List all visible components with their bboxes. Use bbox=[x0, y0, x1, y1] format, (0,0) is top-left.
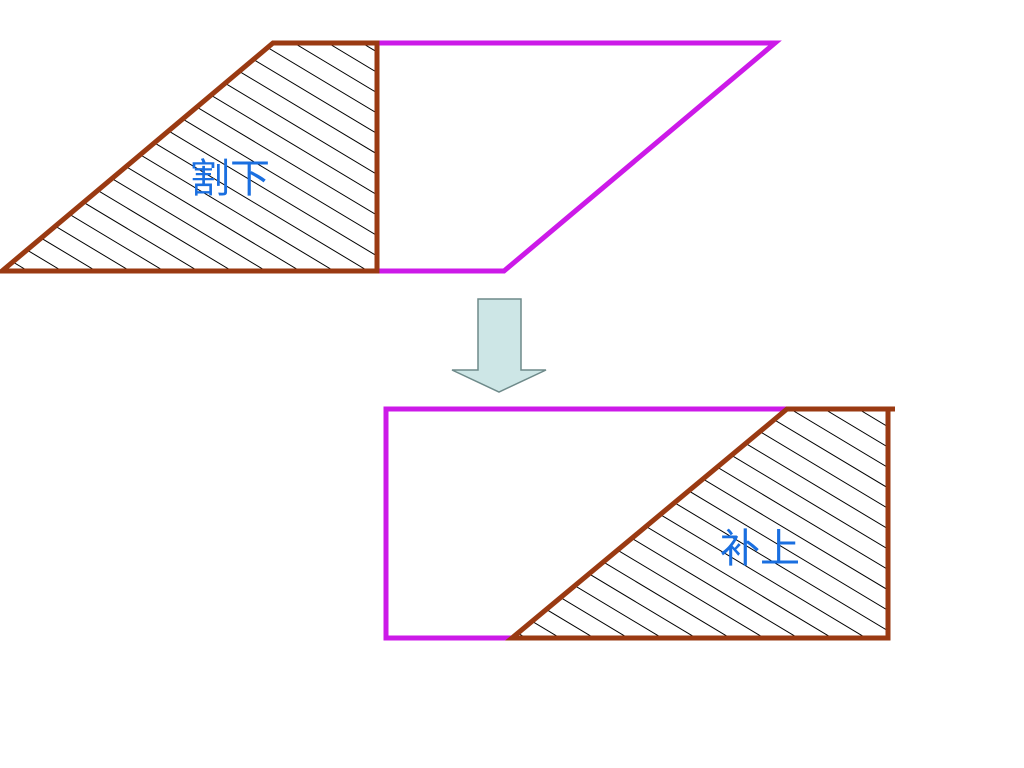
hatch-line bbox=[722, 409, 888, 638]
hatch-line bbox=[293, 43, 377, 271]
hatch-line bbox=[2, 43, 97, 271]
hatch-line bbox=[824, 409, 888, 638]
hatch-line bbox=[512, 409, 697, 638]
rectangle-remaining-outline bbox=[383, 406, 787, 641]
hatch-line bbox=[110, 409, 492, 638]
hatch-line bbox=[756, 409, 888, 638]
fill-label: 补上 bbox=[720, 526, 800, 572]
cut-label: 割下 bbox=[190, 156, 270, 202]
hatch-line bbox=[0, 409, 288, 638]
hatch-line bbox=[0, 409, 254, 638]
hatch-line bbox=[512, 409, 595, 638]
hatch-lines bbox=[2, 43, 776, 271]
fill-triangle-outline bbox=[505, 406, 893, 641]
parallelogram-remaining-outline bbox=[377, 40, 782, 274]
hatch-lines bbox=[0, 409, 1024, 638]
hatch-line bbox=[586, 409, 888, 638]
hatch-line bbox=[0, 409, 356, 638]
hatch-line bbox=[512, 409, 867, 638]
hatch-line bbox=[892, 409, 1024, 638]
hatch-line bbox=[790, 409, 888, 638]
hatch-line bbox=[688, 409, 888, 638]
hatch-line bbox=[123, 43, 377, 271]
hatch-line bbox=[512, 409, 561, 638]
hatch-line bbox=[512, 409, 799, 638]
cut-triangle-outline bbox=[0, 40, 380, 274]
hatch-line bbox=[0, 409, 186, 638]
hatch-line bbox=[89, 43, 377, 271]
hatch-line bbox=[2, 43, 369, 271]
parallelogram-figure: 割下 bbox=[0, 40, 782, 274]
hatch-line bbox=[0, 409, 118, 638]
hatch-line bbox=[2, 43, 199, 271]
hatch-line bbox=[396, 43, 776, 271]
hatch-line bbox=[42, 409, 424, 638]
down-arrow-icon bbox=[451, 298, 547, 393]
hatch-line bbox=[0, 409, 220, 638]
hatch-line bbox=[620, 409, 888, 638]
fill-triangle-hatching bbox=[0, 409, 1024, 638]
hatch-line bbox=[0, 409, 322, 638]
hatch-line bbox=[0, 409, 152, 638]
hatch-line bbox=[512, 409, 731, 638]
hatch-line bbox=[512, 409, 629, 638]
hatch-line bbox=[327, 43, 377, 271]
hatch-line bbox=[2, 43, 131, 271]
hatch-line bbox=[512, 409, 663, 638]
hatch-line bbox=[8, 409, 390, 638]
hatch-line bbox=[2, 43, 165, 271]
cut-triangle-hatching bbox=[2, 43, 776, 271]
hatch-line bbox=[2, 43, 63, 271]
hatch-line bbox=[858, 409, 888, 638]
hatch-line bbox=[2, 43, 29, 271]
hatch-line bbox=[76, 409, 458, 638]
hatch-line bbox=[512, 409, 833, 638]
hatch-line bbox=[512, 409, 527, 638]
hatch-line bbox=[512, 409, 765, 638]
hatch-line bbox=[259, 43, 377, 271]
hatch-line bbox=[191, 43, 377, 271]
hatch-line bbox=[518, 409, 888, 638]
hatch-line bbox=[361, 43, 377, 271]
rectangle-figure: 补上 bbox=[0, 406, 1024, 641]
hatch-line bbox=[926, 409, 1024, 638]
hatch-line bbox=[225, 43, 377, 271]
